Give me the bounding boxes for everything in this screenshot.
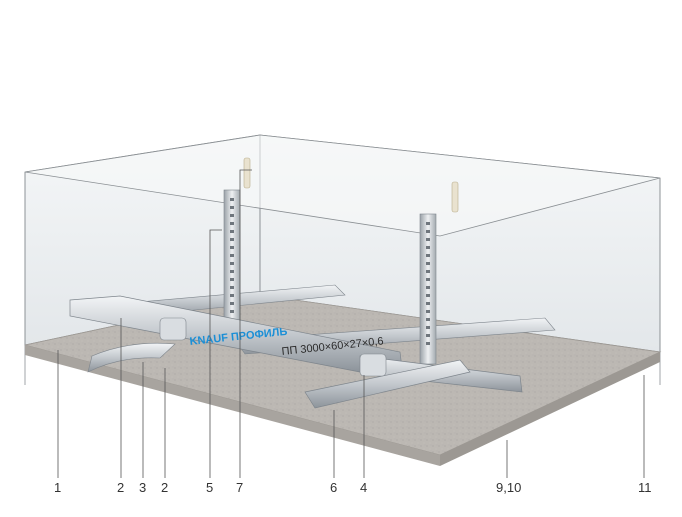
leader-5 <box>209 229 222 478</box>
hanger-hole <box>426 238 430 241</box>
hanger-hole <box>426 254 430 257</box>
hanger-hole <box>426 326 430 329</box>
two-level-connector-right <box>359 353 387 377</box>
hanger-hole <box>426 262 430 265</box>
hanger-left-holes <box>230 198 234 313</box>
hanger-hole <box>426 222 430 225</box>
callout-11: 11 <box>638 480 652 495</box>
leader-lines <box>57 169 645 478</box>
hanger-hole <box>230 278 234 281</box>
hanger-hole <box>426 246 430 249</box>
hanger-left <box>223 189 241 331</box>
hanger-right-holes <box>426 222 430 345</box>
leader-7 <box>239 169 252 478</box>
callout-1: 1 <box>54 480 62 495</box>
anchor-left <box>243 157 251 189</box>
slab-right-edge <box>440 352 660 466</box>
slab-left-edge <box>25 345 440 466</box>
callout-7: 7 <box>236 480 244 495</box>
hanger-hole <box>230 222 234 225</box>
hanger-hole <box>230 214 234 217</box>
hanger-hole <box>426 230 430 233</box>
callout-2b: 2 <box>161 480 169 495</box>
callout-6: 6 <box>330 480 338 495</box>
hanger-hole <box>426 302 430 305</box>
two-level-connector-left <box>159 317 187 341</box>
ceiling-anchors <box>243 157 459 213</box>
curved-profile <box>87 342 176 373</box>
callout-5: 5 <box>206 480 214 495</box>
hanger-hole <box>230 206 234 209</box>
callout-3: 3 <box>139 480 147 495</box>
room-walls <box>24 134 661 385</box>
lower-profiles <box>87 317 387 377</box>
hanger-hole <box>426 334 430 337</box>
hanger-hole <box>230 198 234 201</box>
hanger-hole <box>426 278 430 281</box>
callout-2a: 2 <box>117 480 125 495</box>
hanger-hole <box>426 318 430 321</box>
hanger-hole <box>230 262 234 265</box>
hanger-hole <box>230 302 234 305</box>
hanger-hole <box>426 310 430 313</box>
hanger-hole <box>426 294 430 297</box>
hanger-hole <box>230 246 234 249</box>
anchor-right <box>451 181 459 213</box>
hanger-hole <box>230 230 234 233</box>
hanger-hole <box>230 294 234 297</box>
hanger-hole <box>230 310 234 313</box>
hanger-hole <box>230 238 234 241</box>
callout-9-10: 9,10 <box>496 480 522 495</box>
main-profile <box>69 295 523 409</box>
direct-hangers <box>223 189 437 365</box>
hanger-hole <box>230 270 234 273</box>
cross-profile-front <box>304 359 471 409</box>
hanger-hole <box>426 270 430 273</box>
hanger-hole <box>230 286 234 289</box>
hanger-hole <box>230 254 234 257</box>
hanger-hole <box>426 342 430 345</box>
hanger-hole <box>426 286 430 289</box>
callout-4: 4 <box>360 480 368 495</box>
